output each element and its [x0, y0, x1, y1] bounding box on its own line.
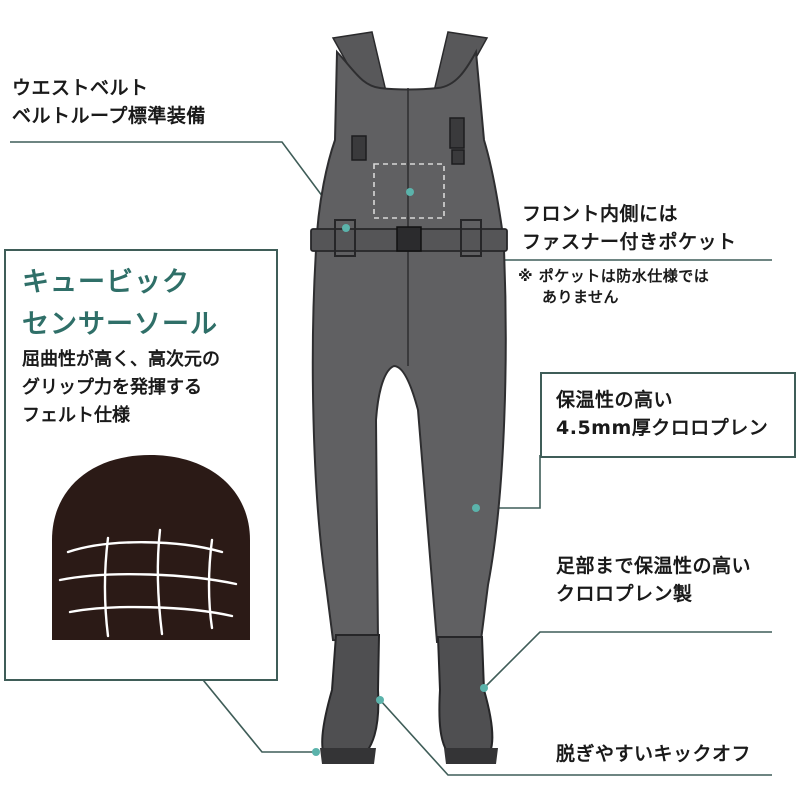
callout-neoprene: 保温性の高い 4.5mm厚クロロプレン: [556, 386, 768, 442]
right-boot-sole: [444, 748, 498, 764]
pocket-note-line1: ※ ポケットは防水仕様では: [518, 267, 710, 285]
insole-desc-line2: グリップ力を発揮する: [22, 377, 202, 398]
boots: [320, 634, 498, 764]
pocket-note: ※ ポケットは防水仕様では ありません: [518, 266, 709, 308]
insole-title-line1: キュービック: [22, 267, 190, 298]
callout-waist-belt: ウエストベルト ベルトループ標準装備: [12, 74, 206, 130]
callout-kickoff-line1: 脱ぎやすいキックオフ: [556, 743, 752, 765]
right-belt-loop: [460, 219, 482, 257]
insole-desc-line3: フェルト仕様: [22, 405, 130, 426]
insole-grid: [58, 528, 238, 638]
insole-illustration: [52, 455, 250, 640]
callout-feet-line1: 足部まで保温性の高い: [556, 555, 752, 577]
callout-waist-belt-line2: ベルトループ標準装備: [12, 105, 206, 127]
callout-feet-line2: クロロプレン製: [556, 583, 693, 605]
inner-pocket-outline: [373, 163, 445, 219]
insole-title-line2: センサーソール: [22, 309, 218, 340]
callout-waist-belt-line1: ウエストベルト: [12, 77, 149, 99]
callout-neoprene-line1: 保温性の高い: [556, 389, 674, 411]
leader-waist-belt: [10, 141, 347, 229]
callout-front-pocket: フロント内側には ファスナー付きポケット: [522, 200, 737, 256]
callout-front-pocket-line2: ファスナー付きポケット: [522, 231, 737, 253]
waist-belt: [310, 219, 508, 257]
right-buckle-lower: [451, 149, 465, 165]
dot-front-pocket: [406, 188, 414, 196]
left-belt-loop: [334, 219, 356, 257]
left-boot-sole: [320, 748, 376, 764]
left-boot: [321, 634, 381, 764]
callout-kickoff: 脱ぎやすいキックオフ: [556, 740, 751, 768]
insole-description: 屈曲性が高く、高次元の グリップ力を発揮する フェルト仕様: [22, 346, 220, 430]
dot-insole: [312, 748, 320, 756]
right-boot: [436, 636, 494, 761]
leader-feet: [483, 631, 772, 689]
wader-body: [311, 48, 507, 644]
right-buckle: [449, 117, 465, 149]
belt-buckle: [396, 226, 422, 252]
callout-front-pocket-line1: フロント内側には: [522, 203, 679, 225]
insole-desc-line1: 屈曲性が高く、高次元の: [22, 349, 220, 370]
leader-kickoff: [379, 699, 772, 776]
callout-dots: [312, 188, 488, 756]
callout-feet: 足部まで保温性の高い クロロプレン製: [556, 552, 751, 608]
neoprene-callout-box: [540, 372, 796, 458]
left-buckle: [351, 135, 367, 161]
callout-neoprene-line2: 4.5mm厚クロロプレン: [556, 417, 769, 439]
dot-belt-loop: [342, 224, 350, 232]
insole-title: キュービック センサーソール: [22, 262, 218, 346]
dot-feet: [480, 684, 488, 692]
pocket-note-line2: ありません: [542, 288, 620, 306]
dot-neoprene: [472, 504, 480, 512]
insole-shape: [52, 455, 250, 640]
dot-kickoff: [376, 696, 384, 704]
